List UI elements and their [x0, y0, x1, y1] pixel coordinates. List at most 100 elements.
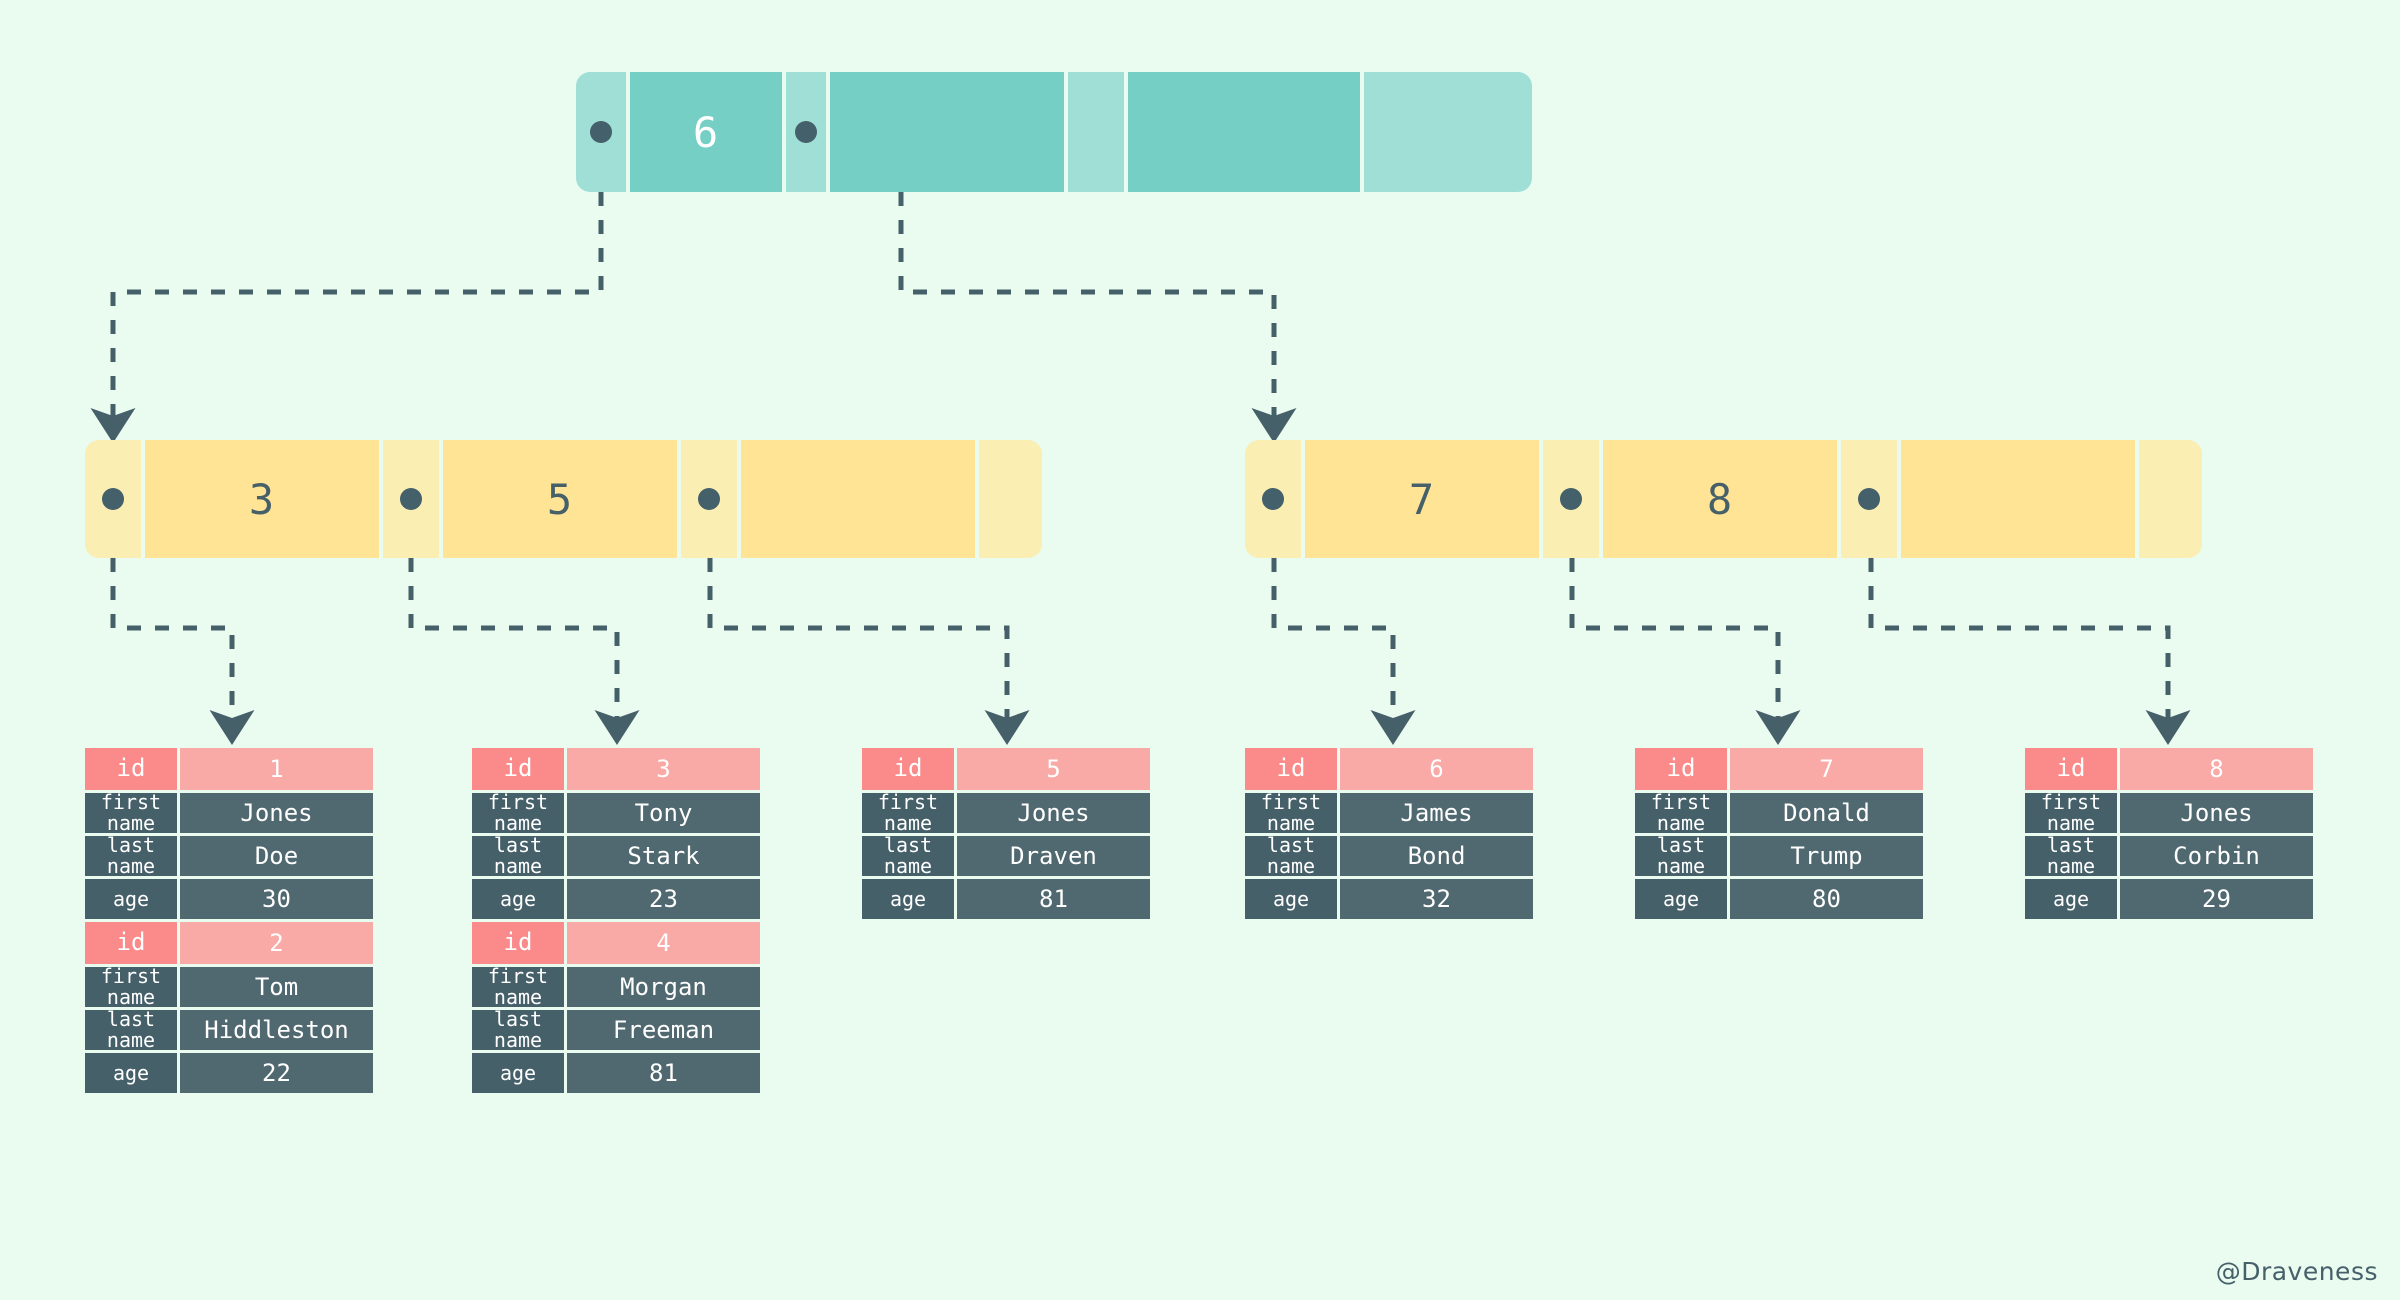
cell-divider — [2135, 440, 2139, 558]
field-value-last-name: Freeman — [567, 1010, 760, 1050]
internal-left-pointer-3[interactable] — [979, 440, 1042, 558]
pointer-dot-icon — [1858, 488, 1880, 510]
cell-divider — [975, 440, 979, 558]
internal-node-left[interactable]: 3 5 — [85, 440, 1042, 558]
root-pointer-3[interactable] — [1364, 72, 1532, 192]
connector-internal-left-to-record-2 — [408, 558, 640, 745]
field-label-id: id — [862, 748, 954, 790]
field-label-id: id — [472, 748, 564, 790]
field-value-last-name: Stark — [567, 836, 760, 876]
field-value-age: 30 — [180, 879, 373, 919]
cell-divider — [439, 440, 443, 558]
cell-divider — [1599, 440, 1603, 558]
field-value-first-name: Donald — [1730, 793, 1923, 833]
watermark: @Draveness — [2215, 1257, 2378, 1286]
cell-divider — [826, 72, 830, 192]
internal-right-key-0: 7 — [1305, 440, 1539, 558]
internal-left-key-2 — [741, 440, 975, 558]
field-value-last-name: Bond — [1340, 836, 1533, 876]
cell-divider — [782, 72, 786, 192]
internal-left-key-0: 3 — [145, 440, 379, 558]
internal-left-pointer-2[interactable] — [681, 440, 737, 558]
field-label-id: id — [85, 922, 177, 964]
pointer-dot-icon — [1262, 488, 1284, 510]
root-pointer-0[interactable] — [576, 72, 626, 192]
cell-divider — [1360, 72, 1364, 192]
internal-left-pointer-0[interactable] — [85, 440, 141, 558]
internal-right-pointer-0[interactable] — [1245, 440, 1301, 558]
root-key-2 — [1128, 72, 1360, 192]
field-label-age: age — [2025, 879, 2117, 919]
connector-internal-left-to-record-1 — [110, 558, 255, 745]
cell-divider — [737, 440, 741, 558]
cell-divider — [141, 440, 145, 558]
field-value-first-name: Jones — [180, 793, 373, 833]
root-pointer-1[interactable] — [786, 72, 826, 192]
root-node[interactable]: 6 — [576, 72, 1532, 192]
field-value-id: 4 — [567, 922, 760, 964]
field-value-id: 2 — [180, 922, 373, 964]
field-value-first-name: Jones — [2120, 793, 2313, 833]
field-value-first-name: Tony — [567, 793, 760, 833]
internal-left-pointer-1[interactable] — [383, 440, 439, 558]
field-label-age: age — [1245, 879, 1337, 919]
field-value-id: 8 — [2120, 748, 2313, 790]
connector-internal-right-to-record-5 — [1569, 558, 1801, 745]
field-value-first-name: Tom — [180, 967, 373, 1007]
field-label-id: id — [1635, 748, 1727, 790]
internal-node-right[interactable]: 7 8 — [1245, 440, 2202, 558]
pointer-dot-icon — [1560, 488, 1582, 510]
internal-right-pointer-3[interactable] — [2139, 440, 2202, 558]
cell-divider — [1837, 440, 1841, 558]
field-value-age: 23 — [567, 879, 760, 919]
pointer-dot-icon — [698, 488, 720, 510]
internal-right-pointer-2[interactable] — [1841, 440, 1897, 558]
cell-divider — [1539, 440, 1543, 558]
field-label-age: age — [472, 879, 564, 919]
field-label-age: age — [862, 879, 954, 919]
pointer-dot-icon — [795, 121, 817, 143]
cell-divider — [1064, 72, 1068, 192]
internal-right-pointer-1[interactable] — [1543, 440, 1599, 558]
field-label-id: id — [85, 748, 177, 790]
cell-divider — [677, 440, 681, 558]
connector-internal-right-to-record-4 — [1271, 558, 1416, 745]
root-pointer-2[interactable] — [1068, 72, 1124, 192]
field-value-id: 1 — [180, 748, 373, 790]
field-value-last-name: Draven — [957, 836, 1150, 876]
field-value-id: 6 — [1340, 748, 1533, 790]
